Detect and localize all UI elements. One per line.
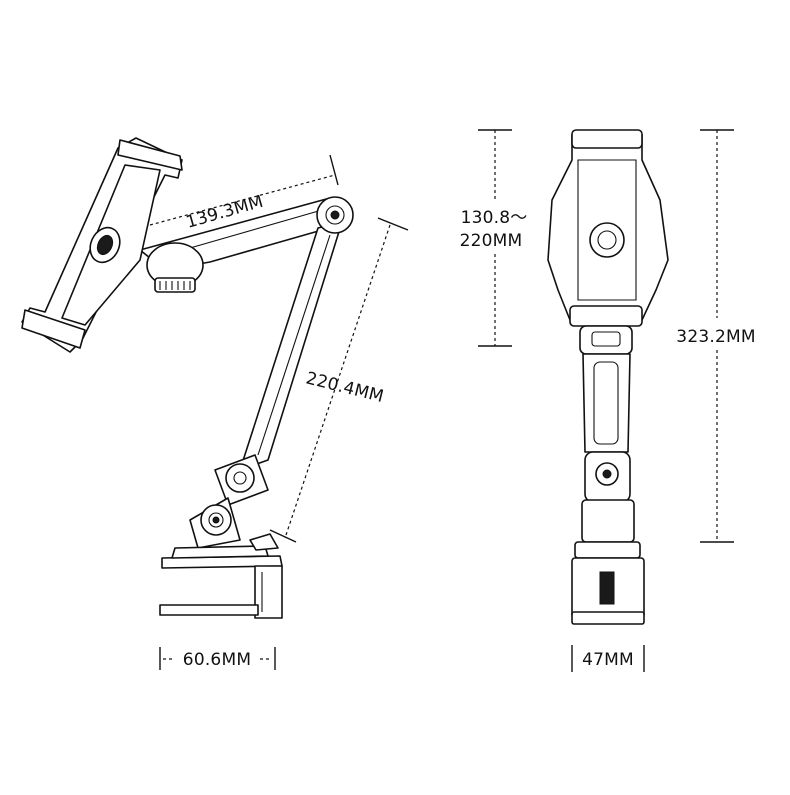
front-joint-screw-icon [602, 469, 612, 479]
front-arm [582, 353, 631, 453]
dim-base-depth: 60.6MM [159, 647, 276, 670]
dim-grip-range: 130.8～ 220MM [460, 129, 528, 347]
long-arm [239, 221, 343, 471]
base-screw-icon [212, 516, 220, 524]
front-neck [579, 325, 633, 355]
cable-clip [249, 533, 279, 551]
dim-arm-length-tick-bottom [269, 529, 297, 543]
front-base-joint [581, 499, 635, 543]
dim-holder-width-line [149, 174, 336, 226]
front-holder-face [577, 159, 637, 301]
front-top-grip [571, 129, 643, 149]
clamp-jaw [159, 604, 259, 616]
dim-arm-length-label: 220.4MM [304, 368, 386, 407]
long-arm-groove [257, 234, 331, 456]
dim-base-depth-label: 60.6MM [183, 650, 251, 670]
dim-total-height-label: 323.2MM [676, 327, 755, 347]
pivot-knob [154, 277, 196, 293]
dim-grip-range-label-1: 130.8～ [461, 208, 528, 228]
dim-clamp-width: 47MM [571, 645, 645, 672]
knob-grip-lines [159, 281, 191, 290]
dim-holder-width-tick [329, 154, 339, 186]
top-grip [117, 139, 183, 171]
bottom-grip [21, 309, 86, 349]
front-arm-groove [593, 361, 619, 445]
elbow-joint-inner [325, 205, 345, 225]
elbow-screw-icon [330, 210, 340, 220]
front-bottom-grip [569, 305, 643, 327]
dim-grip-range-label-2: 220MM [460, 231, 523, 251]
front-clamp-screw [599, 571, 615, 605]
dim-arm-length-tick-top [377, 217, 409, 231]
lower-joint-inner [233, 471, 247, 485]
holder-center-dot [96, 234, 114, 256]
dim-total-height: 323.2MM [676, 129, 756, 543]
dim-arm-length-line [284, 224, 391, 539]
front-base-plate [574, 541, 641, 559]
front-center-ring [597, 230, 617, 250]
upper-arm-groove [189, 209, 323, 249]
base-joint-inner [208, 512, 224, 528]
base-disc [171, 545, 269, 559]
front-center-pad [589, 222, 625, 258]
lower-joint [225, 463, 255, 493]
dim-clamp-width-label: 47MM [582, 650, 634, 670]
front-clamp-jaw [571, 611, 645, 625]
side-view-stand [21, 137, 354, 619]
clamp-body [254, 565, 283, 619]
front-view-stand [547, 129, 669, 625]
front-neck-slot [591, 331, 621, 347]
